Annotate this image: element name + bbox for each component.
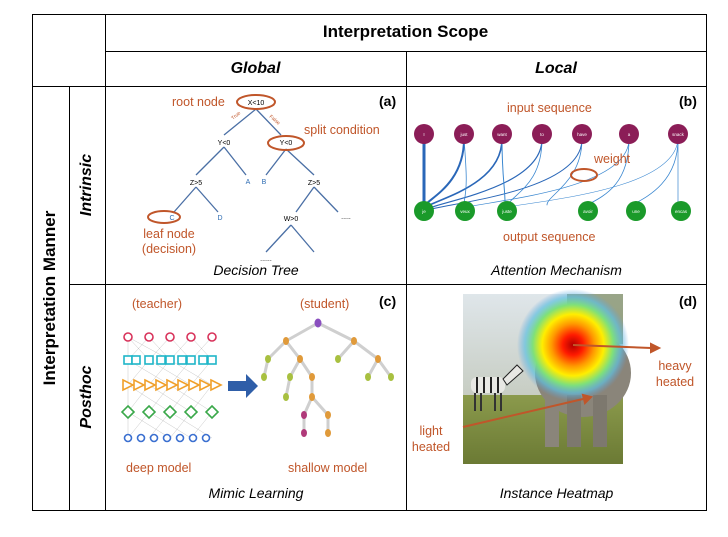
heavy-heated-label: heavy — [658, 359, 692, 373]
panel-mimic-learning: (teacher) (student) deep model shallow m… — [106, 285, 406, 510]
panel-heatmap: heavy heated light heated (d) Instance H… — [407, 285, 706, 510]
panel-d-tag: (d) — [679, 293, 697, 309]
leaf-node-highlight — [147, 210, 181, 224]
input-token-3: to — [540, 132, 544, 137]
light-arrow-icon — [581, 393, 593, 405]
panel-attention: I just want to have a snack je veux just… — [407, 87, 706, 284]
decision-tree-caption: Decision Tree — [213, 262, 299, 278]
interpretation-scope-header: Interpretation Scope — [322, 22, 489, 41]
root-node-highlight — [236, 94, 276, 110]
output-token-node — [455, 201, 475, 221]
output-token-node — [578, 201, 598, 221]
deep-model-layer-1 — [123, 332, 217, 342]
deep-model-label: deep model — [126, 461, 192, 475]
output-token-3: avoir — [583, 209, 593, 214]
attention-caption: Attention Mechanism — [491, 262, 622, 278]
edge-true-label: True — [230, 110, 242, 121]
local-header: Local — [535, 60, 577, 77]
root-node-label: root node — [172, 95, 225, 109]
decision-tree-diagram: True False X<10 Y<0 Y<0 Z>5 Z>5 W>0 ....… — [147, 94, 351, 263]
deep-model-layer-3 — [122, 378, 223, 392]
weight-label: weight — [594, 152, 631, 166]
input-token-node — [454, 124, 474, 144]
tree-leaf-a: A — [246, 179, 251, 186]
zebra-figure — [471, 364, 524, 411]
input-sequence-label: input sequence — [507, 101, 592, 115]
panel-a-tag: (a) — [379, 93, 397, 109]
panel-b-tag: (b) — [679, 93, 697, 109]
tree-node-root: X<10 — [248, 100, 265, 107]
tree-leaf-b: B — [262, 179, 267, 186]
input-token-node — [532, 124, 552, 144]
tree-node-rr: Z>5 — [308, 180, 320, 187]
output-token-node — [626, 201, 646, 221]
output-sequence-label: output sequence — [503, 230, 596, 244]
panel-c-tag: (c) — [379, 293, 397, 309]
output-token-1: veux — [460, 209, 470, 214]
input-token-node — [572, 124, 592, 144]
tree-dots-2: ...... — [260, 256, 272, 263]
input-token-node — [668, 124, 688, 144]
tree-dots-1: ..... — [341, 214, 351, 221]
heatmap-image — [462, 289, 662, 464]
output-token-2: juste — [501, 209, 512, 214]
output-token-node — [671, 201, 691, 221]
tree-node-right: Y<0 — [280, 140, 293, 147]
input-token-1: just — [459, 132, 468, 137]
heatmap-caption: Instance Heatmap — [499, 485, 614, 501]
interpretation-manner-header: Interpretation Manner — [40, 210, 59, 386]
mimic-learning-diagram — [120, 318, 394, 443]
tree-leaf-c: C — [169, 215, 174, 222]
light-heated-label: light — [419, 424, 443, 438]
input-token-4: have — [577, 132, 587, 137]
leaf-node-decision-label: (decision) — [141, 242, 197, 256]
weight-highlight — [570, 168, 598, 182]
student-label: (student) — [300, 297, 350, 311]
leaf-node-label: leaf node — [143, 227, 195, 241]
output-token-node — [497, 201, 517, 221]
shallow-model-nodes — [261, 318, 394, 437]
input-token-0: I — [423, 132, 424, 137]
tree-node-w: W>0 — [284, 216, 299, 223]
output-token-nodes — [414, 201, 691, 221]
output-token-5: encas — [675, 209, 688, 214]
heavy-heated-label-2: heated — [655, 375, 695, 389]
edge-false-label: False — [268, 114, 281, 127]
global-header: Global — [230, 60, 281, 77]
input-token-2: want — [497, 132, 507, 137]
output-token-4: une — [632, 209, 640, 214]
input-token-6: snack — [672, 132, 685, 137]
input-token-5: a — [628, 132, 631, 137]
light-heated-label-2: heated — [411, 440, 451, 454]
distill-arrow-icon — [228, 374, 258, 398]
tree-node-ll: Z>5 — [190, 180, 202, 187]
teacher-label: (teacher) — [132, 297, 183, 311]
output-token-node — [414, 201, 434, 221]
tree-leaf-d: D — [217, 215, 222, 222]
heavy-arrow-icon — [650, 342, 662, 354]
mimic-learning-caption: Mimic Learning — [208, 485, 304, 501]
shallow-model-label: shallow model — [288, 461, 368, 475]
deep-model-layer-4 — [120, 404, 220, 420]
deep-model-layer-5 — [123, 433, 211, 443]
posthoc-header: Posthoc — [78, 365, 95, 429]
attention-diagram: I just want to have a snack je veux just… — [414, 124, 691, 221]
input-token-nodes — [414, 124, 688, 144]
input-token-node — [492, 124, 512, 144]
intrinsic-header: Intrinsic — [78, 153, 95, 217]
split-condition-highlight — [267, 135, 305, 151]
split-condition-label: split condition — [304, 123, 380, 137]
input-token-node — [414, 124, 434, 144]
output-token-0: je — [421, 209, 426, 214]
deep-model-layer-2 — [123, 355, 217, 365]
input-token-node — [619, 124, 639, 144]
tree-node-left: Y<0 — [218, 140, 231, 147]
panel-decision-tree: True False X<10 Y<0 Y<0 Z>5 Z>5 W>0 ....… — [106, 87, 406, 284]
